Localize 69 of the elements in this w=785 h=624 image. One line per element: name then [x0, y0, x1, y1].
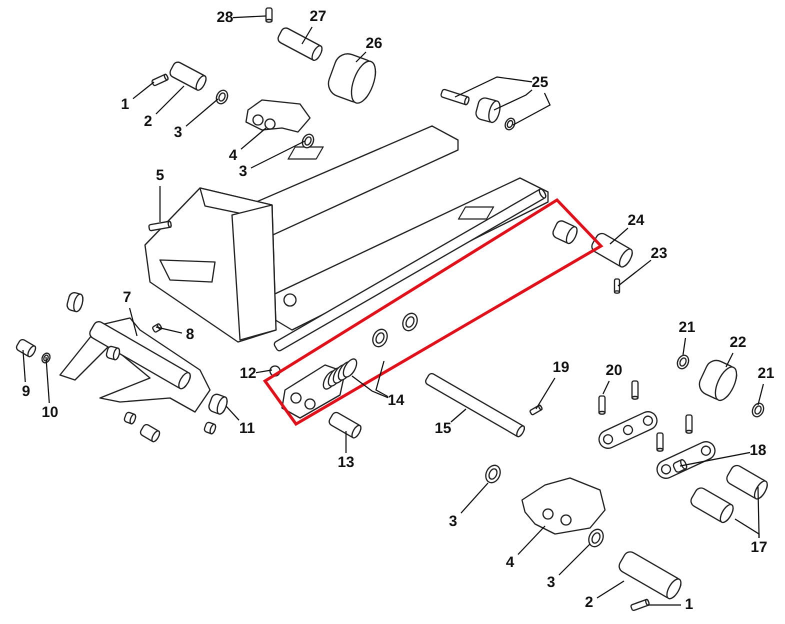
leader-line: [226, 406, 240, 421]
callout-number: 7: [115, 289, 139, 307]
callout-number: 10: [38, 404, 62, 422]
callout-number: 8: [178, 326, 202, 344]
callout-number: 5: [148, 167, 172, 185]
leader-line: [186, 98, 218, 127]
leader-line: [558, 544, 590, 576]
callout-number: 12: [236, 365, 260, 383]
callout-number: 27: [306, 8, 330, 26]
callout-number: 25: [528, 74, 552, 92]
leader-line: [45, 356, 50, 404]
leader-line: [518, 526, 546, 555]
leader-line: [352, 376, 388, 398]
callout-number: 3: [441, 513, 465, 531]
leader-line: [602, 380, 610, 394]
leader-line: [734, 518, 760, 538]
callout-number: 1: [113, 96, 137, 114]
callout-number: 22: [726, 334, 750, 352]
callout-number: 3: [231, 163, 255, 181]
callout-number: 18: [746, 442, 770, 460]
leader-line: [256, 369, 272, 374]
callout-number: 14: [384, 392, 408, 410]
leader-line: [156, 326, 182, 334]
leader-line: [618, 260, 652, 286]
leader-line: [682, 338, 686, 356]
callout-number: 4: [221, 147, 245, 165]
leader-line: [596, 580, 624, 598]
leader-line: [129, 308, 138, 336]
callout-number: 11: [235, 420, 259, 438]
leader-line: [375, 360, 388, 398]
callout-number: 4: [498, 554, 522, 572]
callout-number: 19: [549, 359, 573, 377]
leader-line: [494, 89, 532, 111]
callout-number: 2: [577, 594, 601, 612]
callout-number: 26: [362, 35, 386, 53]
leader-line: [535, 378, 556, 410]
leader-line: [450, 408, 466, 422]
leader-line: [356, 52, 366, 62]
leader-line: [156, 86, 184, 114]
leader-line: [454, 76, 532, 98]
leader-line: [512, 92, 551, 126]
callout-number: 15: [431, 420, 455, 438]
leader-line: [250, 140, 306, 169]
callout-number: 21: [675, 319, 699, 337]
leader-line: [460, 482, 488, 514]
leader-line: [132, 82, 154, 100]
leader-line: [757, 384, 764, 406]
callout-number: 3: [166, 124, 190, 142]
leader-line: [301, 26, 313, 44]
callout-number: 2: [136, 113, 160, 131]
leader-line: [240, 128, 266, 150]
leader-line: [22, 350, 26, 382]
callout-number: 17: [747, 539, 771, 557]
callout-number: 24: [624, 212, 648, 230]
leader-line: [345, 431, 347, 453]
leader-line: [680, 452, 750, 467]
callout-number: 21: [754, 365, 778, 383]
leader-line: [610, 228, 628, 244]
callout-number: 1: [677, 596, 701, 614]
callout-number: 20: [602, 362, 626, 380]
callout-number: 23: [647, 245, 671, 263]
leader-line: [159, 186, 161, 222]
callout-number: 28: [213, 9, 237, 27]
callout-number: 9: [14, 383, 38, 401]
leader-line: [232, 15, 266, 18]
leader-line: [648, 604, 681, 606]
callout-number: 3: [539, 574, 563, 592]
callout-number: 13: [334, 454, 358, 472]
leader-line: [725, 352, 734, 368]
